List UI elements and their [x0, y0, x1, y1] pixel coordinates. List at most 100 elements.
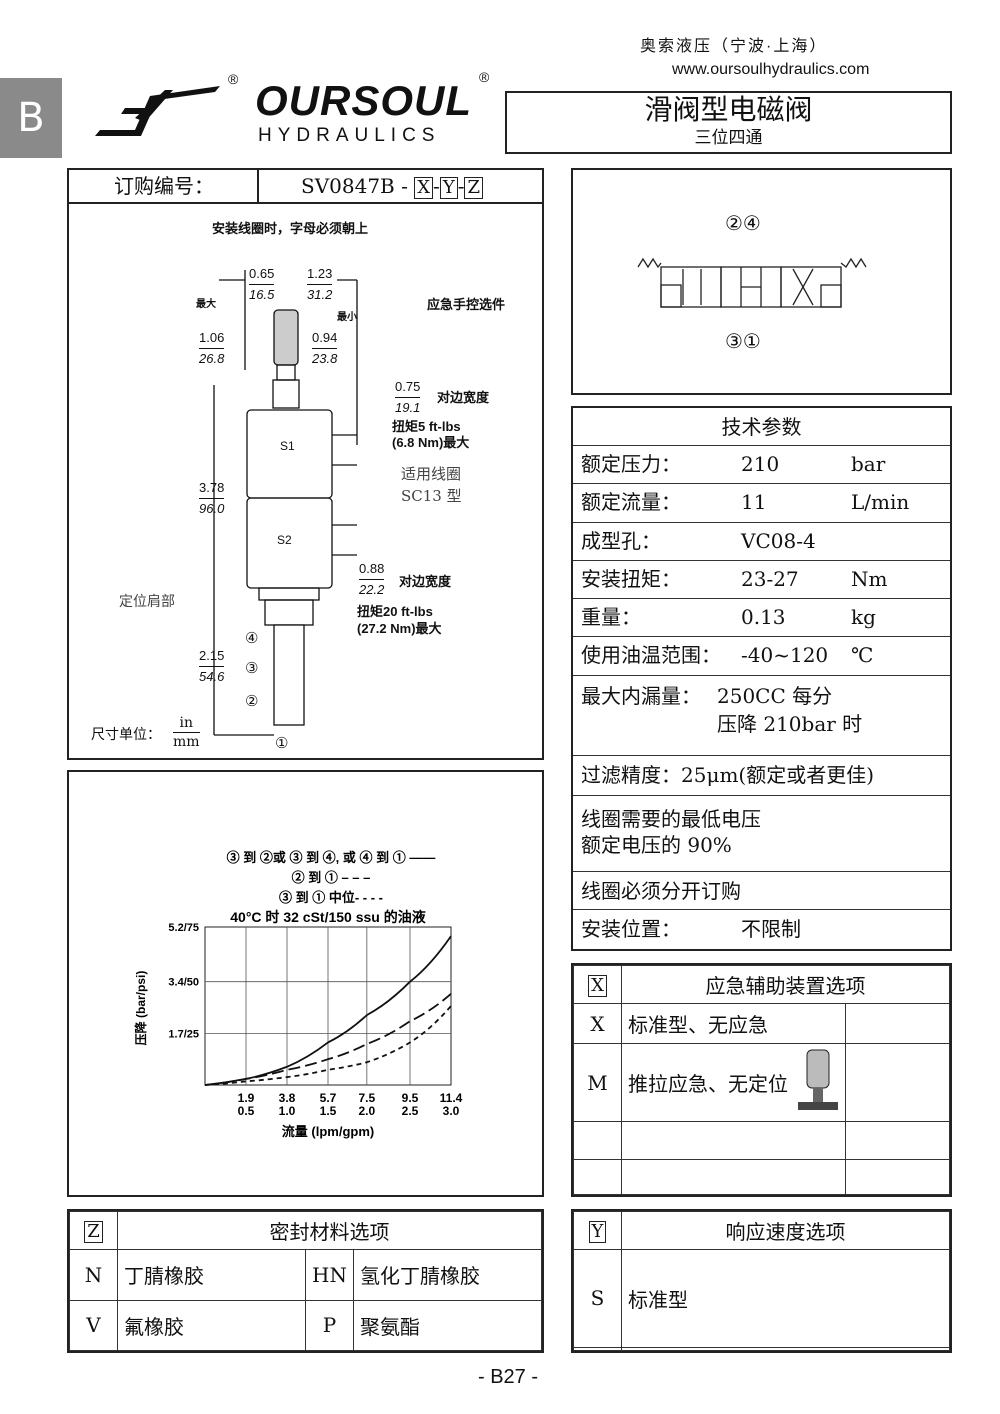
spec-value: 23-27	[741, 566, 799, 591]
spec-label: 额定流量：	[581, 490, 681, 515]
spec-unit: L/min	[851, 490, 910, 515]
option-x-box: X	[414, 177, 434, 199]
order-code: SV0847B -	[301, 174, 408, 198]
spec-row: 额定流量： 11 L/min	[573, 484, 950, 523]
symbol-ports-top: ②④	[725, 211, 761, 235]
x-tick-label-gpm: 1.0	[279, 1104, 296, 1118]
max-label: 最大	[196, 299, 216, 310]
unit-label: 尺寸单位：	[91, 727, 161, 743]
spec-label: 额定压力：	[581, 452, 681, 476]
spec-value: -40~120	[741, 643, 829, 668]
specs-title: 技术参数	[573, 408, 950, 446]
page-subtitle: 三位四通	[694, 128, 763, 148]
spec-label: 安装扭矩：	[581, 566, 681, 591]
port-1-label: ①	[275, 734, 289, 752]
flats-label: 对边宽度	[437, 390, 490, 405]
spec-value: VC08-4	[741, 528, 816, 553]
x-tick-label-lpm: 3.8	[279, 1091, 296, 1105]
chart-title: 40°C 时 32 cSt/150 ssu 的油液	[230, 909, 426, 925]
valve-drawing	[213, 270, 358, 736]
page-title: 滑阀型电磁阀	[644, 93, 813, 126]
coil-label: 适用线圈	[401, 465, 462, 483]
spec-unit: Nm	[851, 566, 888, 591]
website[interactable]: www.oursoulhydraulics.com	[672, 61, 870, 78]
drawing-panel: 订购编号： SV0847B - X-Y-Z 安装线圈时，字母必须朝上 最大 最小…	[67, 168, 544, 760]
legend-entry: ② 到 ① – – –	[292, 870, 371, 885]
spec-value: 0.13	[741, 605, 786, 630]
spec-coil-order: 线圈必须分开订购	[573, 872, 950, 910]
company-name: 奥索液压（宁波·上海）	[640, 38, 828, 55]
manual-override-label: 应急手控选件	[427, 297, 506, 312]
symbol-ports-bottom: ③①	[725, 329, 761, 353]
brand-name: OURSOUL	[255, 77, 472, 124]
x-tick-label-gpm: 3.0	[443, 1104, 460, 1118]
legend-entry: ③ 到 ②或 ③ 到 ④, 或 ④ 到 ① ——	[227, 850, 436, 865]
min-label: 最小	[337, 312, 357, 323]
torque-label: (6.8 Nm)最大	[392, 435, 470, 450]
spec-value: 11	[741, 490, 767, 515]
y-tick-label: 3.4/50	[168, 977, 199, 989]
spec-label: 使用油温范围：	[581, 643, 721, 668]
manual-knob-icon	[798, 1049, 838, 1110]
x-tick-label-gpm: 1.5	[320, 1104, 337, 1118]
spec-leakage: 最大内漏量：250CC 每分压降 210bar 时	[573, 676, 950, 756]
torque-label: 扭矩20 ft-lbs	[357, 604, 433, 619]
x-tick-label-lpm: 7.5	[358, 1091, 375, 1105]
spec-label: 成型孔：	[581, 528, 661, 553]
flats-label: 对边宽度	[399, 574, 452, 589]
y-tick-label: 5.2/75	[168, 922, 199, 934]
order-code-row: 订购编号： SV0847B - X-Y-Z	[69, 170, 542, 204]
valve-symbol-icon	[637, 257, 867, 308]
spec-label: 重量：	[581, 605, 641, 630]
logo-mark-icon	[95, 86, 220, 136]
hydraulic-symbol-panel: ②④ ③①	[571, 168, 952, 395]
x-tick-label-lpm: 1.9	[238, 1091, 255, 1105]
spec-value: 210	[741, 452, 780, 476]
torque-label: (27.2 Nm)最大	[357, 621, 442, 636]
option-z-box: Z	[464, 177, 483, 199]
brand-sub: HYDRAULICS	[258, 125, 441, 146]
spec-unit: kg	[851, 605, 876, 630]
y-tick-label: 1.7/25	[168, 1028, 199, 1040]
y-axis-label: 压降 (bar/psi)	[133, 971, 148, 1046]
x-tick-label-lpm: 9.5	[402, 1091, 419, 1105]
coil-s1-label: S1	[280, 439, 295, 453]
x-tick-label-gpm: 0.5	[238, 1104, 255, 1118]
registered-mark: ®	[479, 69, 490, 85]
x-tick-label-lpm: 5.7	[320, 1091, 337, 1105]
spec-row: 安装扭矩： 23-27 Nm	[573, 561, 950, 600]
spec-voltage: 线圈需要的最低电压额定电压的 90%	[573, 796, 950, 872]
registered-mark: ®	[228, 71, 239, 87]
legend-entry: ③ 到 ① 中位- - - -	[279, 890, 383, 905]
port-2-label: ②	[245, 692, 259, 710]
section-tab: B	[0, 78, 62, 158]
coil-s2-label: S2	[277, 533, 292, 547]
spec-row: 使用油温范围：-40~120℃	[573, 637, 950, 676]
port-3-label: ③	[245, 659, 259, 677]
x-tick-label-gpm: 2.0	[358, 1104, 375, 1118]
spec-row: 重量： 0.13 kg	[573, 599, 950, 638]
series-line-dotted	[204, 1005, 452, 1086]
spec-row: 成型孔： VC08-4	[573, 523, 950, 561]
option-y-box: Y	[439, 177, 458, 199]
x-tick-label-gpm: 2.5	[402, 1104, 419, 1118]
shoulder-label: 定位肩部	[119, 594, 175, 610]
logo: OURSOUL HYDRAULICS ® ®	[95, 70, 489, 148]
spec-filtration: 过滤精度：25μm(额定或者更佳)	[573, 756, 950, 796]
